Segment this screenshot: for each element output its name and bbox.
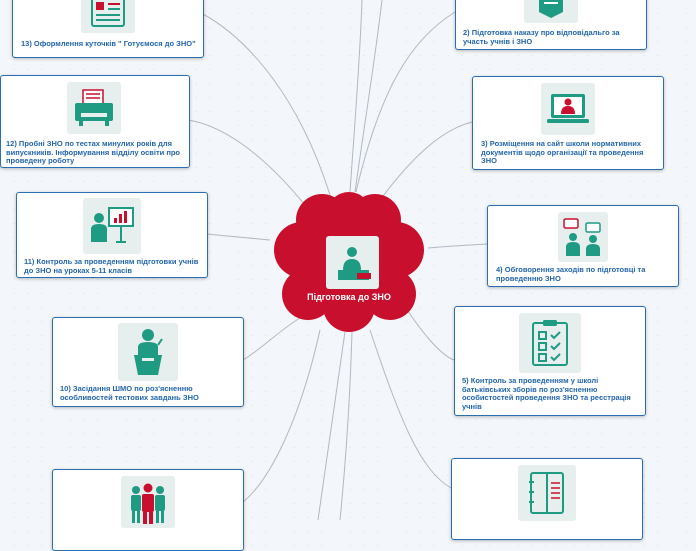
link-topic-top-a	[349, 0, 363, 193]
link-topic-2	[355, 11, 456, 193]
link-topic-9	[242, 329, 321, 503]
link-topic-6	[369, 329, 452, 489]
printer-icon	[67, 82, 121, 134]
topic-node-3[interactable]: 3) Розміщення на сайт школи нормативних …	[472, 76, 664, 170]
link-topic-10	[242, 317, 301, 361]
cloud-shape	[274, 192, 424, 332]
central-topic-node[interactable]: Підготовка до ЗНО	[268, 190, 430, 332]
link-topic-top-b	[354, 0, 383, 193]
group-of-people-icon	[121, 476, 175, 528]
topic-label-12: 12) Пробні ЗНО по тестах минулих років д…	[6, 139, 181, 165]
link-topic-3	[379, 121, 473, 201]
topic-label-10: 10) Засідання ШМО по роз'ясненню особлив…	[60, 384, 199, 402]
topic-node-11[interactable]: 11) Контроль за проведенням підготовки у…	[16, 192, 208, 278]
checklist-icon	[519, 313, 581, 373]
topic-label-4: 4) Обговорення заходів по підготовці та …	[496, 265, 646, 283]
topic-node-2[interactable]: 2) Підготовка наказу про відповідальго з…	[455, 0, 647, 50]
topic-label-3: 3) Розміщення на сайт школи нормативних …	[481, 139, 644, 165]
connector-lines	[187, 0, 488, 520]
topic-label-13: 13) Оформлення куточків " Готуємося до З…	[21, 39, 196, 48]
link-topic-down-b	[317, 331, 346, 520]
speaker-at-podium-icon	[118, 323, 178, 381]
discussion-icon	[558, 212, 608, 262]
topic-node-12[interactable]: 12) Пробні ЗНО по тестах минулих років д…	[0, 75, 190, 168]
document-icon	[524, 0, 578, 23]
presentation-board-icon	[83, 198, 141, 254]
link-topic-11	[206, 233, 271, 241]
topic-node-10[interactable]: 10) Засідання ШМО по роз'ясненню особлив…	[52, 317, 244, 407]
link-topic-4	[427, 243, 488, 249]
topic-label-5: 5) Контроль за проведенням у школі батьк…	[462, 376, 631, 411]
teacher-at-desk-icon	[338, 247, 371, 280]
topic-node-5[interactable]: 5) Контроль за проведенням у школі батьк…	[454, 306, 646, 416]
topic-node-4[interactable]: 4) Обговорення заходів по підготовці та …	[487, 205, 679, 287]
laptop-presenter-icon	[541, 83, 595, 135]
topic-label-11: 11) Контроль за проведенням підготовки у…	[24, 257, 199, 275]
topic-node-13[interactable]: 13) Оформлення куточків " Готуємося до З…	[12, 0, 204, 58]
link-topic-down-a	[339, 331, 353, 520]
link-topic-12	[187, 119, 306, 206]
link-topic-13	[202, 13, 331, 196]
poster-icon	[81, 0, 135, 33]
topic-node-6[interactable]	[451, 458, 643, 540]
topic-node-9[interactable]	[52, 469, 244, 551]
topic-label-2: 2) Підготовка наказу про відповідальго з…	[463, 28, 620, 46]
notebook-icon	[518, 465, 576, 521]
central-topic-title: Підготовка до ЗНО	[307, 292, 391, 302]
